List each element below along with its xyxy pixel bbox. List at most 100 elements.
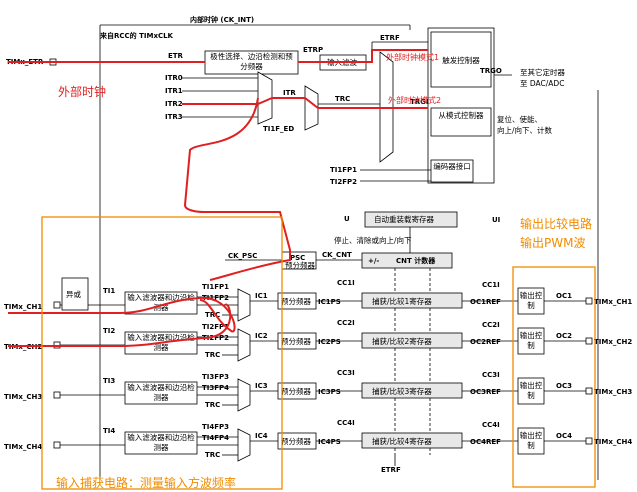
fp-a-label-3: TI3FP3	[202, 373, 229, 381]
output-pin-label-4: TIMx_CH4	[594, 438, 632, 446]
trigger-controller	[430, 31, 492, 88]
ic-label-3: IC3	[255, 382, 268, 390]
ccr-block-2	[361, 332, 463, 349]
updown-note: 向上/向下、计数	[497, 125, 553, 135]
channels-group: TIMx_CH1TI1输入滤波器和边沿检测器TI1FP1TI1FP2TRCIC1…	[4, 279, 632, 462]
ic-mux-4	[237, 428, 251, 462]
trgo-label: TRGO	[480, 67, 502, 75]
output-control-text-wrap-3: 输出控制	[520, 381, 543, 400]
filter-block-1	[124, 291, 198, 315]
ck-psc-label: CK_PSC	[228, 252, 257, 260]
itr2-label: ITR2	[165, 100, 183, 108]
rcc-clock-label: 来自RCC的 TIMxCLK	[99, 31, 174, 40]
ccr-text-2: 捕获/比较2寄存器	[372, 336, 432, 346]
ocref-label-1: OC1REF	[470, 298, 501, 306]
etr-label: ETR	[168, 52, 184, 60]
psc-sub-label: 预分频器	[285, 260, 315, 270]
cci-label-2: CC2I	[337, 319, 355, 327]
etrf-bottom-label: ETRF	[381, 466, 401, 474]
icps-label-3: IC3PS	[318, 388, 341, 396]
output-pin-1	[585, 297, 593, 305]
encoder-interface	[430, 159, 474, 183]
icps-label-2: IC2PS	[318, 338, 341, 346]
filter-block-text-2: 输入滤波器和边沿检测器	[127, 333, 195, 352]
output-control-text-wrap-2: 输出控制	[520, 331, 543, 350]
output-compare-region	[512, 266, 596, 488]
ti1fp1-top-label: TI1FP1	[330, 166, 357, 174]
fp-b-label-3: TI3FP4	[202, 384, 229, 392]
ext-mode1-annotation: 外部时钟模式1	[386, 52, 439, 62]
cnt-counter	[361, 252, 453, 269]
plusminus-label: +/-	[368, 257, 379, 265]
input-pin-label-3: TIMx_CH3	[4, 393, 42, 401]
auto-reload-text: 自动重装载寄存器	[374, 214, 434, 224]
cci-label-3: CC3I	[337, 369, 355, 377]
ccr-block-1	[361, 292, 463, 309]
polarity-block-text: 极性选择、边沿检测和预分频器	[210, 52, 293, 71]
ti-label-4: TI4	[103, 427, 115, 435]
ti-label-1: TI1	[103, 287, 115, 295]
filter-block-text-1: 输入滤波器和边沿检测器	[127, 293, 195, 312]
prescaler-text-2: 预分频器	[281, 336, 311, 346]
filter-block-text-3: 输入滤波器和边沿检测器	[127, 383, 195, 402]
filter-block-text-wrap-4: 输入滤波器和边沿检测器	[127, 433, 195, 452]
internal-clock-label: 内部时钟 (CK_INT)	[190, 15, 254, 24]
fp-b-label-2: TI2FP2	[202, 334, 229, 342]
encoder-interface-text: 编码器接口	[433, 162, 471, 171]
red-ch2-path	[8, 303, 232, 347]
input-pin-1	[53, 301, 61, 309]
cci-label-4: CC4I	[337, 419, 355, 427]
itr0-label: ITR0	[165, 74, 183, 82]
ocref-label-4: OC4REF	[470, 438, 501, 446]
itr-mux	[257, 71, 273, 125]
stop-note: 停止、清除或向上/向下	[334, 235, 412, 245]
cci-out-label-1: CC1I	[482, 281, 500, 289]
output-pin-3	[585, 387, 593, 395]
output-pin-label-1: TIMx_CH1	[594, 298, 632, 306]
output-control-2	[517, 327, 545, 355]
input-capture-region	[41, 216, 283, 490]
ext-clock-annotation: 外部时钟	[58, 84, 106, 99]
ocref-label-3: OC3REF	[470, 388, 501, 396]
red-mode2-path	[182, 97, 428, 109]
slave-controller-text: 从模式控制器	[438, 111, 484, 120]
trgo-dest1: 至其它定时器	[520, 67, 565, 77]
output-circuit-annotation-2: 输出PWM波	[520, 235, 585, 250]
xor-label: 异或	[66, 289, 81, 299]
cnt-counter-text: CNT 计数器	[396, 256, 436, 265]
filter-block-text-4: 输入滤波器和边沿检测器	[127, 433, 195, 452]
ti-label-3: TI3	[103, 377, 115, 385]
input-pin-4	[53, 441, 61, 449]
prescaler-text-1: 预分频器	[281, 296, 311, 306]
itr-label: ITR	[283, 89, 296, 97]
red-clock-path	[183, 97, 291, 281]
ic-mux-1	[237, 288, 251, 322]
fp-a-label-1: TI1FP1	[202, 283, 229, 291]
ic-mux-3	[237, 378, 251, 412]
fp-b-label-4: TI4FP4	[202, 434, 229, 442]
itr1-label: ITR1	[165, 87, 183, 95]
ck-cnt-label: CK_CNT	[322, 251, 352, 259]
trc-out-label-2: TRC	[205, 351, 220, 359]
red-mode1-path	[298, 49, 428, 63]
ext-mode2-annotation: 外部时钟模式2	[388, 95, 441, 105]
filter-block-text-wrap-2: 输入滤波器和边沿检测器	[127, 333, 195, 352]
output-pin-label-3: TIMx_CH3	[594, 388, 632, 396]
oc-label-3: OC3	[556, 382, 572, 390]
ccr-text-1: 捕获/比较1寄存器	[372, 296, 432, 306]
prescaler-text-4: 预分频器	[281, 436, 311, 446]
ccr-block-4	[361, 432, 463, 449]
red-ch1-path	[8, 296, 236, 333]
reset-note: 复位、使能、	[497, 114, 542, 124]
input-pin-3	[53, 391, 61, 399]
itr3-label: ITR3	[165, 113, 183, 121]
trc-label: TRC	[335, 95, 350, 103]
filter-block-3	[124, 381, 198, 405]
ic-label-2: IC2	[255, 332, 268, 340]
oc-label-2: OC2	[556, 332, 572, 340]
output-control-text-wrap-1: 输出控制	[520, 291, 543, 310]
trc-out-label-1: TRC	[205, 311, 220, 319]
cci-out-label-2: CC2I	[482, 321, 500, 329]
